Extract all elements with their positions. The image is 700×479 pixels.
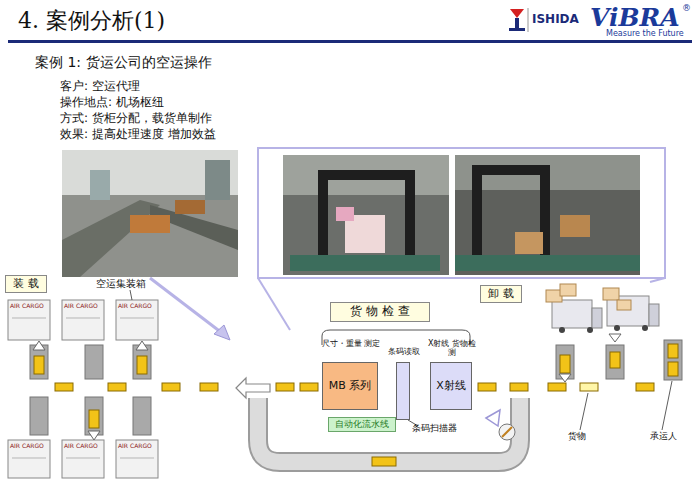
scanner-bar: 条码读取 bbox=[396, 362, 410, 420]
return-loop bbox=[258, 398, 520, 462]
info-line: 效果: 提高处理速度 增加效益 bbox=[60, 128, 216, 141]
photo-frame bbox=[258, 148, 665, 278]
container-ribs bbox=[12, 318, 154, 458]
callout-label: 空运集装箱 bbox=[96, 278, 146, 289]
lane-arrow bbox=[559, 334, 621, 382]
lane-item bbox=[34, 356, 147, 428]
air-cargo-container bbox=[8, 300, 158, 478]
process-box: 尺寸・重量 测定MB 系列 bbox=[322, 362, 378, 410]
node-label: 装 载 bbox=[13, 278, 39, 290]
flow-arrow bbox=[236, 378, 270, 398]
ishida-symbol bbox=[509, 8, 528, 32]
node-heading: X射线 货物检测 bbox=[427, 339, 477, 357]
info-line: 方式: 货柜分配，载货单制作 bbox=[60, 112, 212, 125]
container-label: AIR CARGO bbox=[118, 443, 152, 450]
photo-pointer bbox=[150, 278, 665, 340]
header-rule bbox=[8, 40, 692, 43]
case-heading: 案例 1: 货运公司的空运操作 bbox=[35, 55, 212, 70]
callout-label: 承运人 bbox=[650, 432, 677, 442]
lane-item bbox=[560, 344, 678, 376]
container-label: AIR CARGO bbox=[10, 303, 44, 310]
node-label: 自动化流水线 bbox=[335, 420, 389, 430]
truck bbox=[546, 284, 659, 333]
page-title: 4. 案例分析(1) bbox=[18, 6, 165, 36]
node-label: MB 系列 bbox=[329, 380, 372, 392]
node-heading: 条码读取 bbox=[379, 347, 429, 356]
leader-line bbox=[130, 290, 672, 430]
container-label: AIR CARGO bbox=[64, 303, 98, 310]
logo-text: ISHIDA bbox=[532, 13, 579, 26]
inspection-photo bbox=[283, 155, 449, 275]
info-line: 操作地点: 机场枢纽 bbox=[60, 96, 164, 109]
node-heading: 尺寸・重量 测定 bbox=[319, 339, 383, 348]
loading-lane bbox=[30, 345, 151, 435]
unloading-lane bbox=[556, 340, 682, 380]
container-label: AIR CARGO bbox=[10, 443, 44, 450]
section-label-box: 装 载 bbox=[5, 275, 47, 293]
node-label: X射线 bbox=[436, 380, 466, 392]
warehouse-photo bbox=[62, 150, 238, 277]
callout-label: 货物 bbox=[568, 432, 586, 442]
container-label: AIR CARGO bbox=[64, 443, 98, 450]
process-box: X射线 货物检测X射线 bbox=[430, 362, 472, 410]
section-label-box: 卸 载 bbox=[480, 285, 522, 303]
trademark-mark: ® bbox=[682, 4, 691, 14]
line-label-box: 自动化流水线 bbox=[328, 417, 396, 432]
inspection-photo bbox=[455, 155, 640, 275]
callout-label: 条码扫描器 bbox=[412, 424, 457, 434]
info-line: 客户: 空运代理 bbox=[60, 80, 140, 93]
container-label: AIR CARGO bbox=[118, 303, 152, 310]
node-label: 货 物 检 查 bbox=[350, 305, 409, 318]
tagline: Measure the Future bbox=[606, 30, 684, 39]
lane-arrow bbox=[33, 341, 148, 440]
logo-text: ViBRA bbox=[590, 4, 680, 32]
node-label: 卸 载 bbox=[488, 288, 514, 300]
section-label-box: 货 物 检 查 bbox=[330, 302, 430, 322]
